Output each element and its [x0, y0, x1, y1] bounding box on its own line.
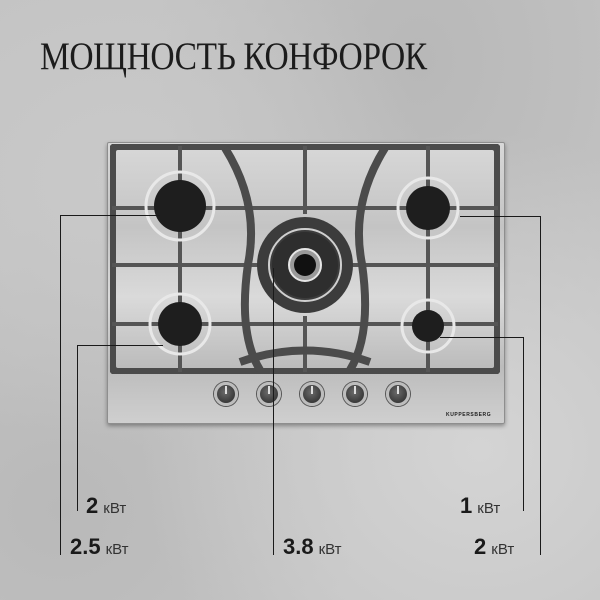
- burner-front-left: [148, 292, 212, 356]
- burner-rear-right: [396, 176, 460, 240]
- grate-and-burners: [110, 144, 500, 374]
- power-value: 2: [86, 493, 99, 518]
- page-title: МОЩНОСТЬ КОНФОРОК: [40, 35, 427, 78]
- leader-rear-left-v: [60, 215, 61, 555]
- burner-center-wok: [257, 217, 353, 313]
- power-unit: кВт: [105, 541, 129, 558]
- leader-front-left-v: [77, 345, 78, 511]
- leader-front-right-h: [440, 337, 524, 338]
- brand-logo: KUPPERSBERG: [446, 412, 492, 418]
- power-value: 2.5: [70, 534, 101, 559]
- control-knobs: [214, 382, 410, 406]
- power-value: 2: [474, 534, 487, 559]
- burner-rear-left: [144, 170, 216, 242]
- leader-rear-right-h: [460, 216, 540, 217]
- burner-front-right: [400, 298, 456, 354]
- power-unit: кВт: [491, 541, 515, 558]
- leader-front-right-v: [523, 337, 524, 511]
- leader-center-v: [273, 268, 274, 555]
- knob-5[interactable]: [386, 382, 410, 406]
- leader-front-left-h: [77, 345, 163, 346]
- knob-2[interactable]: [257, 382, 281, 406]
- knob-1[interactable]: [214, 382, 238, 406]
- leader-rear-right-v: [540, 216, 541, 555]
- knob-4[interactable]: [343, 382, 367, 406]
- leader-rear-left-h: [60, 215, 160, 216]
- knob-3[interactable]: [300, 382, 324, 406]
- power-unit: кВт: [103, 500, 127, 517]
- power-unit: кВт: [318, 541, 342, 558]
- power-value: 1: [460, 493, 473, 518]
- power-unit: кВт: [477, 500, 501, 517]
- power-value: 3.8: [283, 534, 314, 559]
